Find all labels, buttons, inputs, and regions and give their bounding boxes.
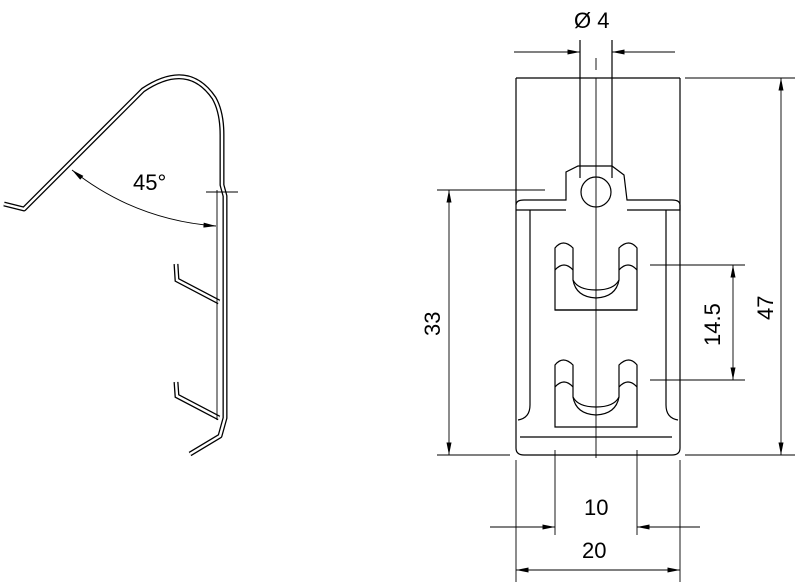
mounting-hole bbox=[580, 176, 612, 208]
front-view: Ø 4 33 14.5 47 10 20 bbox=[420, 8, 795, 582]
dim-33-label: 33 bbox=[420, 312, 445, 336]
dim-47-label: 47 bbox=[753, 296, 778, 320]
angle-label: 45° bbox=[133, 170, 166, 195]
slot-upper bbox=[554, 242, 638, 311]
dim-14-5-label: 14.5 bbox=[700, 303, 725, 346]
diameter-label: Ø 4 bbox=[574, 8, 609, 33]
dim-10-label: 10 bbox=[584, 495, 608, 520]
clip-outline bbox=[515, 77, 681, 456]
clip-profile bbox=[3, 74, 228, 457]
dim-20-label: 20 bbox=[582, 538, 606, 563]
side-view: 45° bbox=[3, 74, 238, 457]
slot-lower bbox=[554, 359, 638, 428]
angle-arc bbox=[71, 169, 217, 228]
